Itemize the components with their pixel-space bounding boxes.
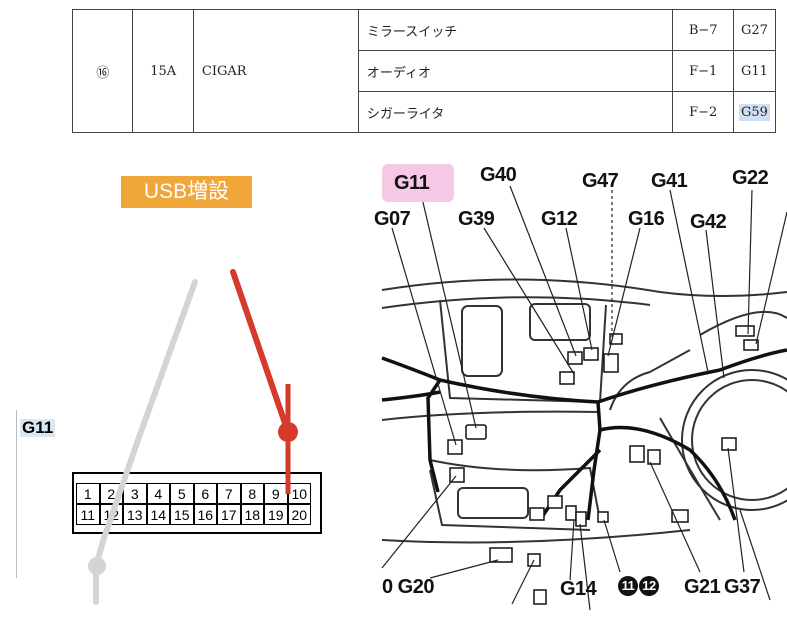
label-g11: G11 (394, 172, 430, 194)
label-g42: G42 (690, 211, 727, 233)
gray-wire-end-dot (88, 557, 106, 575)
table-cell-location: F−1 (672, 50, 734, 92)
usb-addition-label: USB増設 (121, 176, 252, 208)
label-g39: G39 (458, 208, 495, 230)
pin: 14 (146, 504, 170, 525)
gray-wire (93, 279, 198, 605)
pin: 16 (193, 504, 217, 525)
pin: 13 (123, 504, 147, 525)
table-cell-connector: G27 (732, 9, 777, 51)
circled-number-12: 12 (639, 576, 659, 596)
pin: 18 (240, 504, 264, 525)
label-g12: G12 (541, 208, 578, 230)
label-g47: G47 (582, 170, 619, 192)
circled-number-11: 11 (618, 576, 638, 596)
label-g41: G41 (651, 170, 688, 192)
dashboard-outline (381, 278, 787, 544)
label-g16: G16 (628, 208, 665, 230)
connector-label: G11 (20, 418, 56, 437)
pin: 7 (217, 483, 241, 504)
table-cell-location: F−2 (672, 91, 734, 133)
pin: 1 (76, 483, 100, 504)
label-g37: G37 (724, 576, 761, 598)
pin: 15 (170, 504, 194, 525)
connector-pins: 1 2 3 4 5 6 7 8 9 10 11 12 13 14 15 16 1… (76, 483, 311, 525)
red-wire (230, 269, 291, 435)
connector-blocks (447, 325, 759, 605)
label-g22: G22 (732, 167, 769, 189)
table-cell-connector: G59 (732, 91, 777, 133)
wire-harness (381, 348, 787, 521)
table-cell-item: ミラースイッチ (357, 9, 674, 51)
pin: 19 (264, 504, 288, 525)
pin: 20 (287, 504, 311, 525)
pin: 11 (76, 504, 100, 525)
label-g14: G14 (560, 578, 597, 600)
leader-lines (381, 185, 787, 611)
fuse-amperage: 15A (132, 9, 194, 133)
table-cell-location: B−7 (672, 9, 734, 51)
fuse-table: ⑯ 15A CIGAR ミラースイッチ B−7 G27 オーディオ F−1 G1… (71, 9, 777, 133)
pin: 8 (240, 483, 264, 504)
pin: 3 (123, 483, 147, 504)
divider-line (16, 410, 17, 578)
pin: 5 (170, 483, 194, 504)
table-cell-item: オーディオ (357, 50, 674, 92)
table-cell-item: シガーライタ (357, 91, 674, 133)
connector-housing (72, 472, 322, 534)
label-g40: G40 (480, 164, 517, 186)
pin: 10 (287, 483, 311, 504)
pin: 4 (146, 483, 170, 504)
g11-highlight-box (382, 164, 454, 202)
red-wire-junction-dot (278, 422, 298, 442)
label-g20: 0 G20 (382, 576, 434, 598)
table-cell-connector: G11 (732, 50, 777, 92)
label-g07: G07 (374, 208, 411, 230)
highlighted-connector: G59 (739, 103, 770, 121)
fuse-name: CIGAR (192, 9, 359, 133)
label-g21: G21 (684, 576, 721, 598)
pin: 6 (193, 483, 217, 504)
fuse-number: ⑯ (71, 9, 134, 133)
pin: 17 (217, 504, 241, 525)
